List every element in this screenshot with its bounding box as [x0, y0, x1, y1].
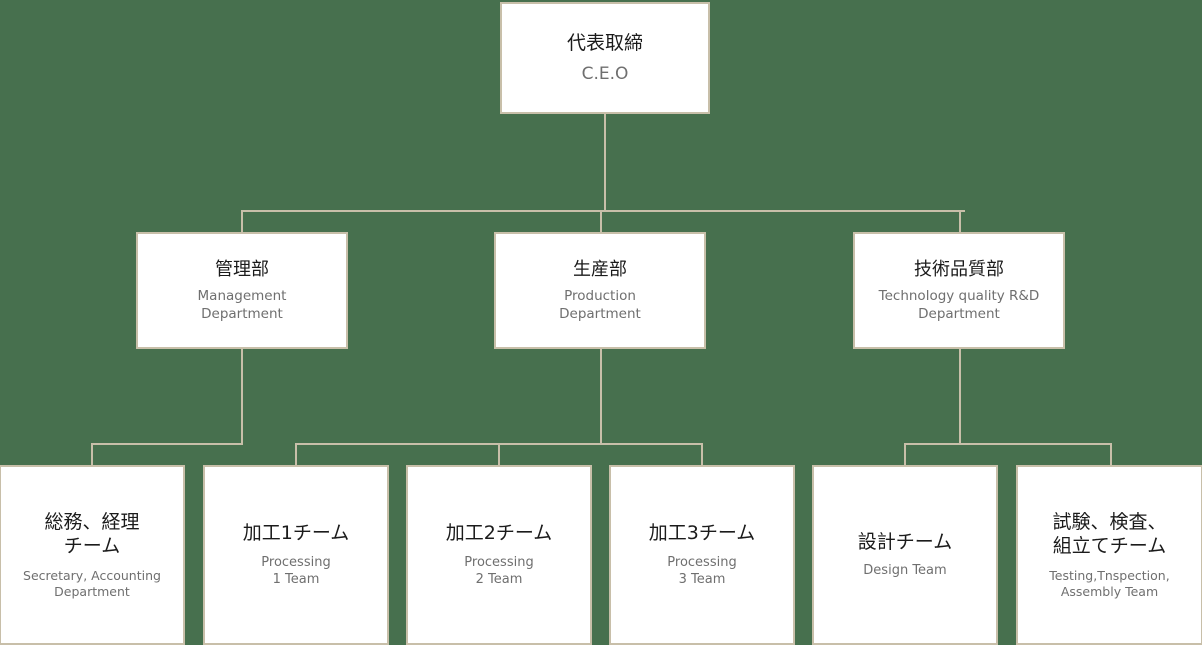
connector-level2-bar: [241, 210, 965, 212]
connector-drop-design: [904, 443, 906, 465]
connector-management-down: [241, 348, 243, 444]
node-processing-1-title-en: Processing 1 Team: [261, 554, 331, 587]
node-processing-2-title-jp: 加工2チーム: [445, 522, 553, 545]
node-processing-1-title-jp: 加工1チーム: [242, 522, 350, 545]
node-design-title-en: Design Team: [863, 563, 947, 579]
connector-drop-technology: [959, 210, 961, 233]
node-team-processing-2[interactable]: 加工2チーム Processing 2 Team: [406, 465, 592, 645]
node-ceo-title-en: C.E.O: [581, 64, 629, 85]
node-testing-title-jp: 試験、検査、 組立てチーム: [1052, 510, 1167, 558]
node-team-testing-assembly[interactable]: 試験、検査、 組立てチーム Testing,Tnspection, Assemb…: [1016, 465, 1202, 645]
node-team-general-affairs[interactable]: 総務、経理 チーム Secretary, Accounting Departme…: [0, 465, 185, 645]
connector-drop-processing-1: [295, 443, 297, 465]
node-technology-title-jp: 技術品質部: [914, 258, 1004, 280]
node-management-title-en: Management Department: [197, 287, 287, 322]
connector-technology-bar: [904, 443, 1112, 445]
node-team-processing-3[interactable]: 加工3チーム Processing 3 Team: [609, 465, 795, 645]
connector-drop-production: [600, 210, 602, 233]
node-management-department[interactable]: 管理部 Management Department: [136, 232, 348, 349]
node-testing-title-en: Testing,Tnspection, Assembly Team: [1049, 567, 1170, 599]
node-general-affairs-title-en: Secretary, Accounting Department: [23, 567, 161, 599]
node-processing-2-title-en: Processing 2 Team: [464, 554, 534, 587]
node-general-affairs-title-jp: 総務、経理 チーム: [44, 510, 140, 558]
node-team-design[interactable]: 設計チーム Design Team: [812, 465, 998, 645]
connector-drop-processing-2: [498, 443, 500, 465]
connector-ceo-down: [604, 113, 606, 211]
connector-drop-testing: [1110, 443, 1112, 465]
node-processing-3-title-en: Processing 3 Team: [667, 554, 737, 587]
node-ceo[interactable]: 代表取締 C.E.O: [500, 2, 710, 114]
connector-management-bar: [91, 443, 243, 445]
connector-technology-down: [959, 348, 961, 444]
connector-drop-general-affairs: [91, 443, 93, 465]
connector-production-down: [600, 348, 602, 444]
node-technology-department[interactable]: 技術品質部 Technology quality R&D Department: [853, 232, 1065, 349]
connector-drop-processing-3: [701, 443, 703, 465]
node-production-department[interactable]: 生産部 Production Department: [494, 232, 706, 349]
node-production-title-en: Production Department: [559, 287, 641, 322]
node-design-title-jp: 設計チーム: [857, 530, 953, 553]
node-management-title-jp: 管理部: [215, 258, 269, 280]
node-production-title-jp: 生産部: [573, 258, 627, 280]
node-ceo-title-jp: 代表取締: [566, 31, 643, 54]
node-processing-3-title-jp: 加工3チーム: [648, 522, 756, 545]
connector-drop-management: [241, 210, 243, 233]
node-technology-title-en: Technology quality R&D Department: [878, 287, 1040, 322]
node-team-processing-1[interactable]: 加工1チーム Processing 1 Team: [203, 465, 389, 645]
